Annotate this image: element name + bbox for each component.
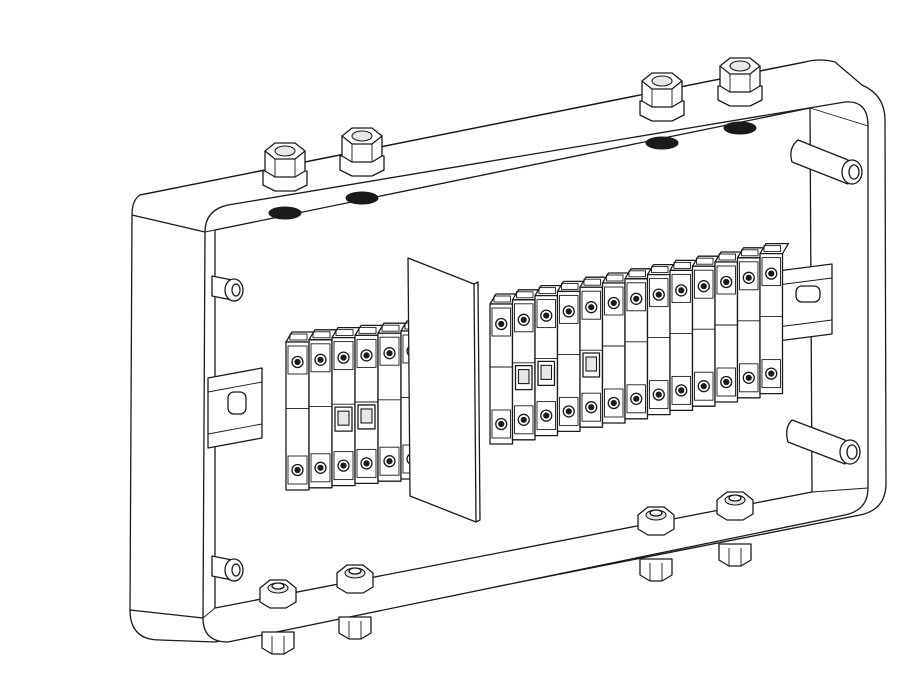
cable-gland-top-3	[639, 72, 685, 150]
right-breaker-toggle-lever-5	[582, 352, 601, 378]
mounting-post-left-top	[211, 275, 244, 302]
right-breaker-toggle-lever-2	[514, 364, 533, 391]
mounting-post-right-bottom	[786, 419, 861, 465]
right-breaker-module-3	[534, 284, 565, 437]
right-breaker-module-13	[759, 242, 790, 395]
mounting-posts	[211, 139, 863, 582]
right-breaker-module-7	[624, 268, 655, 420]
left-breaker-toggle-lever-4	[357, 404, 376, 430]
mounting-post-left-bottom	[211, 555, 244, 582]
cable-gland-bottom-1	[259, 579, 297, 655]
cable-gland-top-1	[262, 142, 308, 220]
left-breaker-module-5	[377, 322, 408, 482]
right-breaker-module-10	[691, 255, 722, 407]
divider-plate	[407, 257, 481, 523]
left-breaker-module-2	[308, 329, 339, 489]
right-breaker-module-8	[646, 263, 677, 416]
din-rail-right	[769, 263, 833, 343]
right-breaker-toggle-lever-3	[537, 360, 556, 387]
right-breaker-module-5	[579, 276, 610, 428]
cable-gland-top-2	[339, 127, 385, 205]
top-cable-glands	[262, 57, 763, 220]
left-breaker-module-1	[285, 331, 316, 491]
bottom-cable-glands	[259, 491, 754, 655]
din-rails	[207, 263, 833, 449]
left-breaker-toggle-lever-3	[334, 406, 353, 432]
mounting-post-right-top	[790, 139, 863, 185]
right-breaker-module-9	[669, 259, 700, 412]
right-breaker-module-11	[714, 251, 745, 403]
din-rail-left	[207, 367, 263, 449]
cable-gland-bottom-3	[637, 506, 675, 582]
left-breaker-group	[285, 320, 431, 491]
cable-gland-bottom-2	[336, 564, 374, 640]
right-breaker-group	[489, 242, 790, 445]
cable-gland-top-4	[717, 57, 763, 135]
cable-gland-bottom-4	[716, 491, 754, 567]
